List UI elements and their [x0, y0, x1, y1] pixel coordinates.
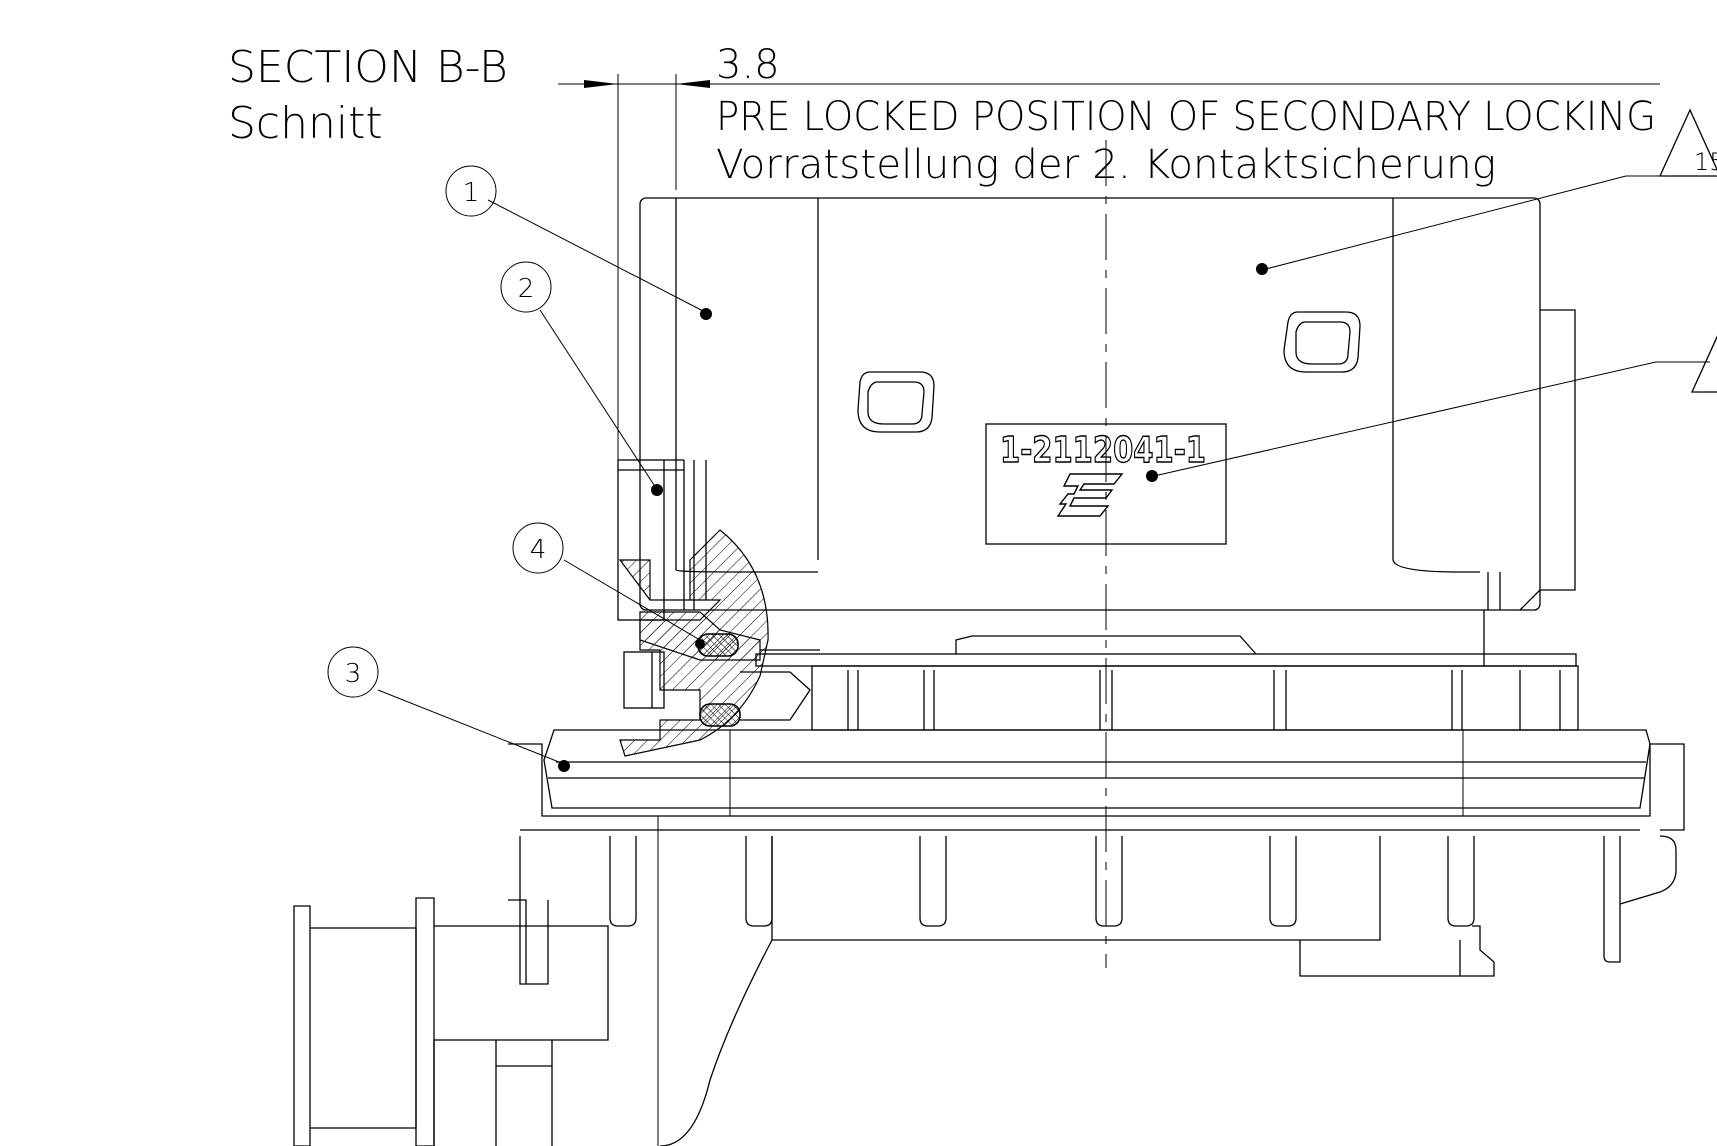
- svg-text:2: 2: [518, 274, 535, 304]
- leader-dot-label: [1146, 470, 1158, 482]
- leader-dot-2: [651, 484, 663, 496]
- svg-text:4: 4: [530, 535, 547, 565]
- part-number: 1-2112041-1: [1000, 430, 1206, 471]
- leader-dot-1: [700, 308, 712, 320]
- revision-number: 15: [1694, 148, 1717, 176]
- callout-3: 3: [327, 646, 379, 698]
- seal-detail-section: [618, 529, 820, 757]
- lower-body: [659, 836, 1495, 1146]
- ribs: [519, 835, 1677, 985]
- seal-ring-lower: [699, 703, 741, 727]
- contact-cavities: [755, 610, 1579, 731]
- note-english: PRE LOCKED POSITION OF SECONDARY LOCKING: [716, 94, 1656, 140]
- callout-4: 4: [512, 522, 564, 574]
- leaders: [377, 175, 1710, 772]
- section-title: SECTION B-B: [228, 42, 508, 93]
- callout-2: 2: [500, 261, 552, 313]
- revision-marker: 15: [1658, 108, 1717, 393]
- dimension-value: 3.8: [716, 42, 780, 88]
- leader-dot-3: [558, 760, 570, 772]
- flange-base: [508, 729, 1685, 1146]
- part-label: 1-2112041-1: [985, 423, 1227, 545]
- upper-housing: [639, 197, 1576, 611]
- section-title-block: SECTION B-B Schnitt: [228, 42, 584, 149]
- svg-text:1: 1: [463, 178, 480, 208]
- leader-dot-4: [695, 639, 705, 649]
- position-note: PRE LOCKED POSITION OF SECONDARY LOCKING…: [716, 94, 1656, 188]
- te-logo-icon: [1056, 473, 1124, 517]
- dimension-3-8: 3.8: [584, 42, 1660, 470]
- section-subtitle: Schnitt: [228, 98, 383, 149]
- cable-boot: [293, 897, 609, 1146]
- dim-arrow-left: [584, 80, 618, 88]
- latch-window-left: [857, 371, 935, 433]
- svg-text:3: 3: [345, 659, 362, 689]
- latch-window-right: [1283, 311, 1361, 373]
- leader-dot-housing: [1256, 263, 1268, 275]
- callout-1: 1: [445, 165, 497, 217]
